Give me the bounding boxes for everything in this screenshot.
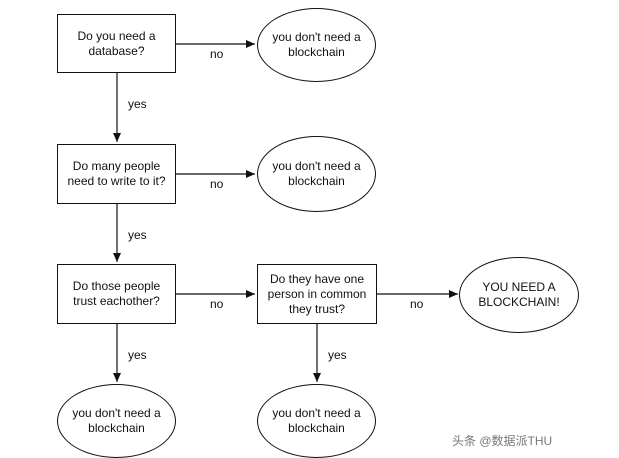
outcome-need-blockchain: YOU NEED A BLOCKCHAIN! — [459, 257, 579, 333]
outcome-no-blockchain-1: you don't need a blockchain — [257, 8, 376, 82]
question-common-trusted-person: Do they have one person in common they t… — [257, 264, 377, 324]
flowchart-canvas: Do you need a database? Do many people n… — [57, 8, 579, 458]
edge-label-yes: yes — [328, 348, 347, 362]
outcome-no-blockchain-4: you don't need a blockchain — [257, 384, 376, 458]
outcome-no-blockchain-1-text: you don't need a blockchain — [272, 30, 361, 59]
edge-label-yes: yes — [128, 348, 147, 362]
question-trust-eachother: Do those people trust eachother? — [57, 264, 176, 324]
question-many-writers-text: Do many people need to write to it? — [67, 159, 166, 188]
edge-label-no: no — [410, 297, 424, 311]
outcome-no-blockchain-2: you don't need a blockchain — [257, 136, 376, 212]
edge-label-yes: yes — [128, 97, 147, 111]
connector-layer — [113, 40, 458, 382]
edge-label-yes: yes — [128, 228, 147, 242]
outcome-no-blockchain-3: you don't need a blockchain — [57, 384, 176, 458]
question-many-writers: Do many people need to write to it? — [57, 144, 176, 204]
edge-label-no: no — [210, 297, 224, 311]
outcome-no-blockchain-3-text: you don't need a blockchain — [72, 406, 161, 435]
outcome-no-blockchain-4-text: you don't need a blockchain — [272, 406, 361, 435]
question-trust-eachother-text: Do those people trust eachother? — [72, 279, 161, 308]
outcome-need-blockchain-text: YOU NEED A BLOCKCHAIN! — [478, 280, 560, 309]
edge-label-no: no — [210, 177, 224, 191]
question-need-database-text: Do you need a database? — [77, 28, 156, 58]
outcome-no-blockchain-2-text: you don't need a blockchain — [272, 159, 361, 188]
edge-label-no: no — [210, 47, 224, 61]
question-common-trusted-person-text: Do they have one person in common they t… — [267, 271, 367, 316]
watermark: 头条 @数据派THU — [452, 434, 553, 448]
question-need-database: Do you need a database? — [57, 14, 176, 73]
